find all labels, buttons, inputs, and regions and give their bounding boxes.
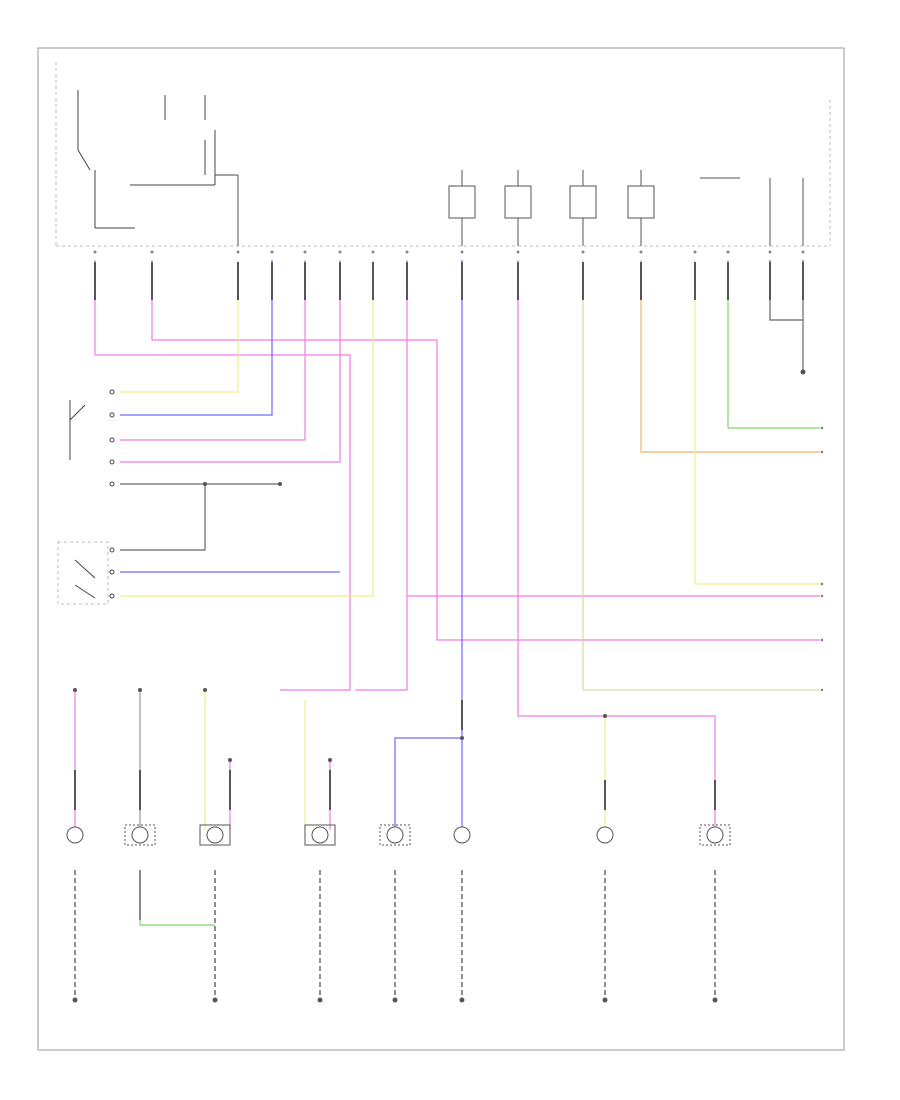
fog-lamp-switch — [57, 541, 115, 605]
wire-segments — [74, 262, 804, 810]
headlamp-switch — [69, 389, 115, 487]
page-frame — [37, 47, 845, 1051]
module-pins — [93, 250, 805, 254]
module-drivers — [237, 170, 804, 246]
module-box — [55, 62, 831, 247]
grounds — [72, 369, 806, 1003]
splices — [73, 482, 607, 762]
module-internal-switches — [77, 90, 238, 229]
lamps — [66, 824, 731, 846]
continuation-markers — [820, 426, 824, 692]
wires — [74, 260, 820, 1000]
